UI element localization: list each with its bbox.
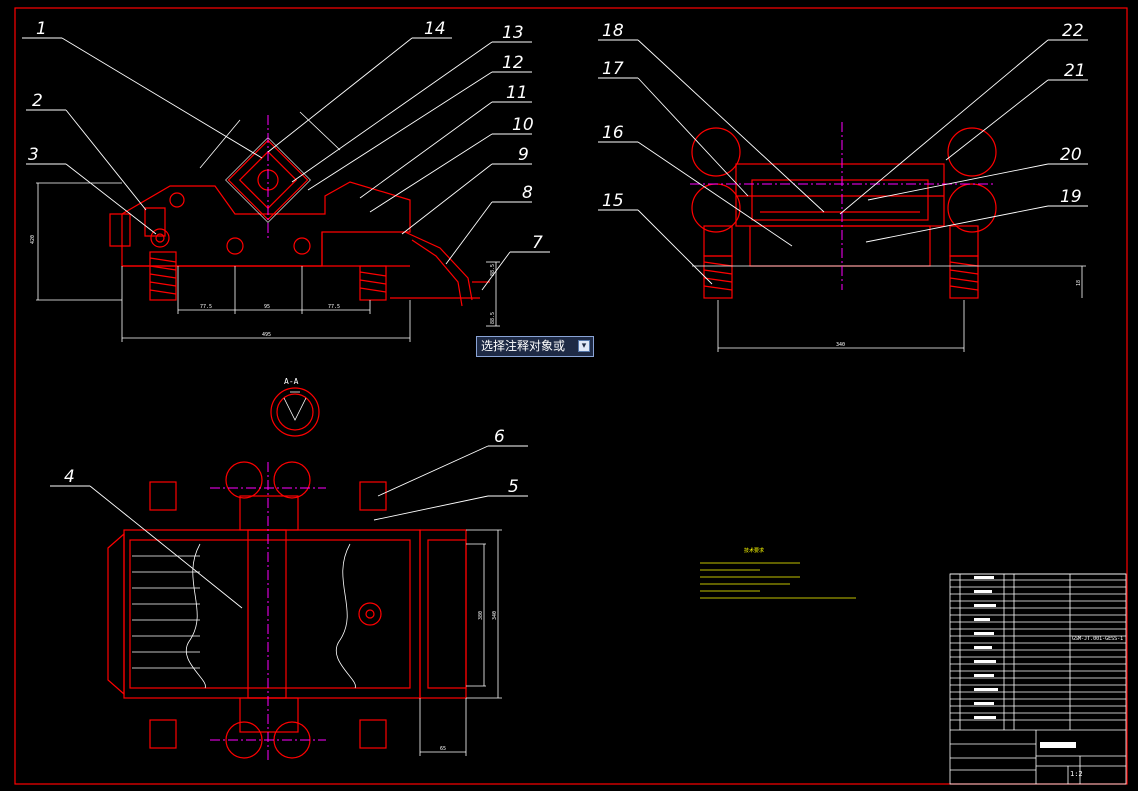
part-label-6: 6 [494,427,505,447]
drawing-scale: 1:2 [1070,770,1083,778]
part-label-8: 8 [522,183,533,203]
part-label-16: 16 [602,123,624,143]
part-label-10: 10 [512,115,534,135]
part-label-15: 15 [602,191,624,211]
tooltip-text: 选择注释对象或 [481,339,566,353]
plan-view [107,461,502,760]
dim-front-right-a: 88.5 [490,264,496,276]
part-label-19: 19 [1060,187,1082,207]
section-a-a [270,387,320,437]
part-label-1: 1 [36,19,47,39]
annotation-select-tooltip[interactable]: 选择注释对象或 ▾ [476,336,594,357]
part-label-4: 4 [64,467,75,487]
side-view [690,122,1086,352]
dim-front-height: 420 [30,235,36,244]
part-label-5: 5 [508,477,519,497]
dim-side-width: 340 [836,342,845,348]
part-label-20: 20 [1060,145,1082,165]
part-label-21: 21 [1064,61,1086,81]
part-label-22: 22 [1062,21,1084,41]
dim-front-width: 495 [262,332,271,338]
section-label: A-A [284,377,299,386]
front-view [36,111,500,342]
dim-plan-bottom: 65 [440,746,446,752]
dim-front-seg-a: 77.5 [200,304,212,310]
part-label-9: 9 [518,145,529,165]
part-label-17: 17 [602,59,624,79]
dim-plan-inner: 380 [478,611,484,620]
dim-front-seg-c: 77.5 [328,304,340,310]
part-label-2: 2 [32,91,43,111]
technical-notes-title: 技术要求 [744,547,764,554]
front-leader-lines [22,37,550,291]
title-block-code: GSM-JT.001-GESS-1 [1072,636,1123,642]
sheet-border [14,7,1128,785]
expand-icon[interactable]: ▾ [578,340,590,352]
part-label-14: 14 [424,19,446,39]
side-leader-lines [598,39,1088,285]
technical-notes-lines [700,562,856,599]
part-label-13: 13 [502,23,524,43]
part-label-3: 3 [28,145,39,165]
part-label-7: 7 [532,233,543,253]
dim-front-seg-b: 95 [264,304,270,310]
part-label-18: 18 [602,21,624,41]
dim-side-height: 18 [1076,280,1082,286]
plan-leader-lines [50,445,528,609]
dim-front-right-b: 88.5 [490,312,496,324]
parts-list-table [949,573,1127,785]
part-label-12: 12 [502,53,524,73]
part-label-11: 11 [506,83,528,103]
dim-plan-outer: 340 [492,611,498,620]
